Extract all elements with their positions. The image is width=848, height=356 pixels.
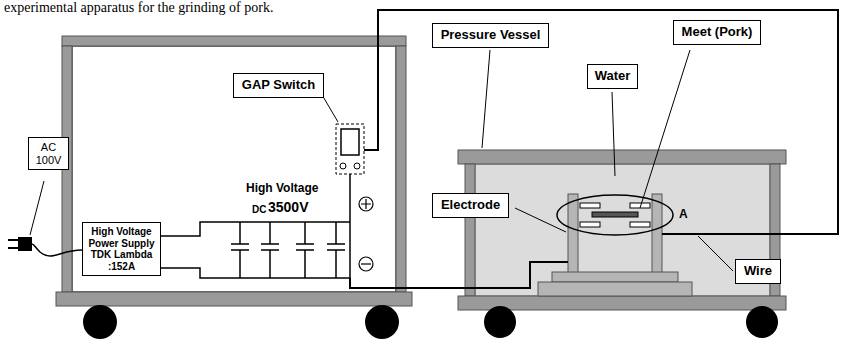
plug-symbol — [18, 237, 32, 251]
box-label: High Voltage Power Supply TDK Lambda :15… — [85, 226, 158, 272]
wheel — [365, 305, 399, 339]
cabinet-top — [62, 36, 406, 46]
box-label: Electrode — [440, 198, 501, 213]
box-label: Meet (Pork) — [681, 25, 753, 40]
box-label: GAP Switch — [241, 78, 316, 93]
cabinet-base — [56, 292, 412, 306]
negative-terminal — [361, 263, 371, 264]
gap-electrode — [354, 163, 360, 169]
gap-electrode — [340, 163, 346, 169]
label-box: GAP Switch — [233, 73, 324, 98]
leader-line — [30, 181, 44, 235]
detail-circle — [557, 195, 673, 235]
positive-terminal — [359, 197, 373, 211]
annotation-label: 3500V — [268, 200, 308, 215]
annotation-label: High Voltage — [246, 182, 318, 195]
clamp-plate — [580, 222, 600, 227]
label-box: High Voltage Power Supply TDK Lambda :15… — [82, 222, 161, 276]
label-box: Meet (Pork) — [673, 20, 761, 45]
box-label: AC 100V — [31, 141, 66, 166]
label-box: Wire — [735, 259, 781, 284]
output-wire — [349, 174, 351, 278]
capacitor-symbol — [261, 222, 279, 278]
cabinet-panel — [72, 46, 396, 292]
box-label: Pressure Vessel — [440, 28, 541, 43]
leader-line — [640, 50, 690, 208]
electrode-base — [552, 272, 678, 282]
annotation-label: DC — [252, 204, 266, 215]
box-label: Wire — [743, 264, 773, 279]
caption: experimental apparatus for the grinding … — [4, 0, 273, 16]
wheel — [746, 306, 778, 338]
water-area — [475, 164, 770, 296]
capacitor-symbol — [296, 222, 314, 278]
annotation-label: A — [679, 208, 688, 221]
capacitor-symbol — [231, 222, 249, 278]
electrode-post — [568, 194, 578, 274]
label-box: Water — [587, 64, 638, 89]
cabinet-leg — [396, 46, 406, 292]
leader-line — [515, 208, 566, 232]
label-box: Pressure Vessel — [432, 23, 549, 48]
positive-terminal — [361, 199, 371, 209]
vessel-lid — [458, 150, 786, 164]
plug-prong — [8, 240, 18, 248]
capacitor-symbol — [327, 222, 345, 278]
leader-line — [698, 236, 733, 271]
return-wire — [350, 262, 568, 288]
negative-rail — [160, 268, 350, 278]
leader-line — [612, 92, 615, 176]
electrode-base — [538, 282, 692, 296]
wheel — [484, 306, 516, 338]
label-box: Electrode — [432, 193, 509, 218]
gap-switch-symbol — [336, 124, 364, 174]
pork-sample — [592, 212, 638, 217]
leader-line — [482, 50, 490, 148]
power-cord — [32, 244, 82, 256]
negative-terminal — [359, 257, 373, 271]
capacitor-symbol — [231, 222, 345, 278]
clamp-plate — [630, 222, 650, 227]
high-voltage-wire — [364, 10, 838, 234]
label-box: AC 100V — [28, 137, 69, 170]
clamp-plate — [580, 203, 600, 208]
positive-rail — [160, 222, 350, 236]
wheel — [83, 305, 117, 339]
vessel-wall — [465, 164, 475, 296]
box-label: Water — [594, 69, 631, 84]
electrode-post — [652, 194, 662, 274]
gap-switch-symbol — [341, 129, 359, 155]
